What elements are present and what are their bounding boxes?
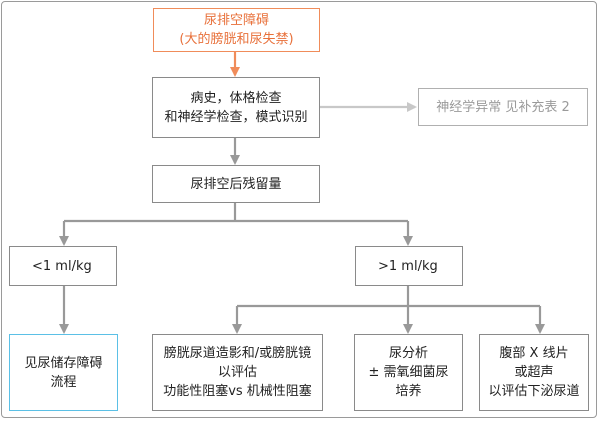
node-urinalysis-line1: 尿分析 bbox=[388, 346, 428, 361]
node-xray: 腹部 X 线片 或超声 以评估下泌尿道 bbox=[479, 334, 589, 411]
node-start-line1: 尿排空障碍 bbox=[203, 13, 269, 28]
node-history-line2: 和神经学检查，模式识别 bbox=[164, 109, 308, 125]
node-neuro-abnormal: 神经学异常 见补充表 2 bbox=[418, 88, 588, 126]
node-low-volume: <1 ml/kg bbox=[9, 246, 117, 286]
node-high-volume: >1 ml/kg bbox=[355, 246, 463, 286]
node-xray-line3: 以评估下泌尿道 bbox=[488, 384, 580, 399]
node-urinalysis-line3: 培养 bbox=[395, 384, 422, 399]
node-xray-line1: 腹部 X 线片 bbox=[499, 346, 569, 361]
node-low-label: <1 ml/kg bbox=[32, 258, 92, 274]
node-history: 病史，体格检查 和神经学检查，模式识别 bbox=[152, 77, 320, 138]
node-residual-label: 尿排空后残留量 bbox=[190, 176, 282, 192]
node-storage-disorder: 见尿储存障碍 流程 bbox=[9, 334, 118, 411]
node-history-line1: 病史，体格检查 bbox=[190, 90, 282, 106]
node-storage-line2: 流程 bbox=[50, 374, 77, 390]
node-urinalysis-line2: ± 需氧细菌尿 bbox=[368, 365, 449, 380]
node-high-label: >1 ml/kg bbox=[378, 258, 438, 274]
node-cysto-line3: 功能性阻塞vs 机械性阻塞 bbox=[163, 384, 312, 399]
node-start: 尿排空障碍 (大的膀胱和尿失禁) bbox=[153, 8, 320, 52]
node-residual: 尿排空后残留量 bbox=[152, 165, 320, 203]
node-start-line2: (大的膀胱和尿失禁) bbox=[179, 32, 294, 47]
node-cysto-line1: 膀胱尿道造影和/或膀胱镜 bbox=[163, 346, 312, 361]
node-neuro-label: 神经学异常 见补充表 2 bbox=[436, 99, 570, 115]
node-cysto-line2: 以评估 bbox=[217, 365, 257, 380]
node-xray-line2: 或超声 bbox=[514, 365, 554, 380]
node-urinalysis: 尿分析 ± 需氧细菌尿 培养 bbox=[354, 334, 463, 411]
node-cystography: 膀胱尿道造影和/或膀胱镜 以评估 功能性阻塞vs 机械性阻塞 bbox=[152, 334, 323, 411]
node-storage-line1: 见尿储存障碍 bbox=[24, 355, 103, 371]
